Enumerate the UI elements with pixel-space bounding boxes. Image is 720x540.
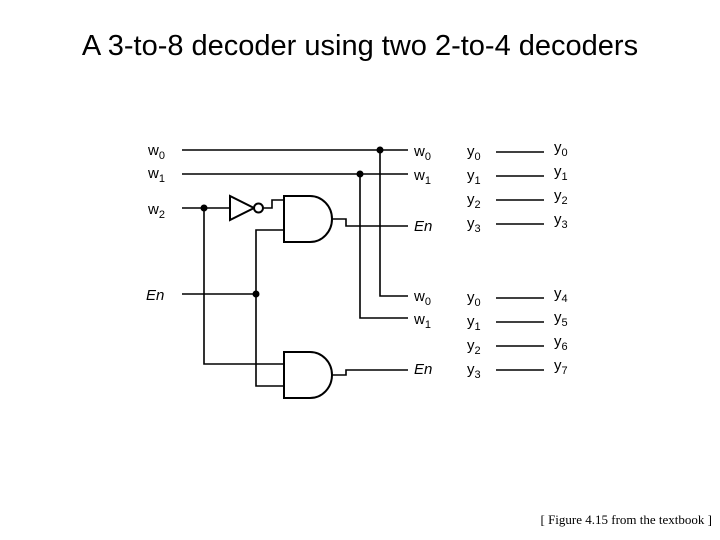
wire-w2-inverted: [264, 199, 284, 209]
wires: [182, 149, 544, 387]
junction-dot-w0: [376, 146, 384, 154]
output-label-y6: y6: [554, 333, 568, 353]
wire-en-top-and: [255, 229, 284, 294]
decoder-bottom-out-y1: y1: [467, 313, 481, 333]
decoder-top-out-y0: y0: [467, 143, 481, 163]
decoder-top-out-y3: y3: [467, 215, 481, 235]
input-label-w1: w1: [147, 165, 165, 185]
junction-dots: [200, 146, 384, 298]
decoder-top-out-y2: y2: [467, 191, 481, 211]
decoder-bottom-in-w0: w0: [413, 288, 431, 308]
not-gate: [229, 194, 264, 222]
decoder-bottom-out-y2: y2: [467, 337, 481, 357]
figure-caption: [ Figure 4.15 from the textbook ]: [540, 512, 713, 527]
decoder-top-in-w0: w0: [413, 143, 431, 163]
decoder-top-in-w1: w1: [413, 167, 431, 187]
output-label-y1: y1: [554, 163, 568, 183]
output-label-y7: y7: [554, 357, 568, 377]
wire-and-bottom-to-en: [332, 369, 408, 376]
page-title: A 3-to-8 decoder using two 2-to-4 decode…: [81, 30, 639, 62]
input-label-en: En: [146, 287, 164, 304]
and-gate-bottom: [283, 351, 333, 399]
input-label-w2: w2: [147, 201, 165, 221]
wire-en-bottom-and: [255, 294, 284, 387]
wire-w0-branch: [379, 150, 408, 297]
decoder-top: w0 w1 En y0 y1 y2 y3: [413, 143, 481, 235]
output-label-y3: y3: [554, 211, 568, 231]
junction-dot-w2: [200, 204, 208, 212]
decoder-bottom-out-y0: y0: [467, 289, 481, 309]
wire-w1-branch: [359, 174, 408, 319]
decoder-top-en: En: [414, 218, 432, 235]
junction-dot-en: [252, 290, 260, 298]
decoder-bottom-out-y3: y3: [467, 361, 481, 381]
decoder-bottom-en: En: [414, 361, 432, 378]
output-label-y0: y0: [554, 139, 568, 159]
decoder-top-out-y1: y1: [467, 167, 481, 187]
and-gate-top: [283, 195, 333, 243]
wire-w2-branch: [203, 208, 284, 365]
output-labels: y0 y1 y2 y3 y4 y5 y6 y7: [554, 139, 568, 377]
decoder-bottom: w0 w1 En y0 y1 y2 y3: [413, 288, 481, 381]
wire-and-top-to-en: [332, 218, 408, 227]
junction-dot-w1: [356, 170, 364, 178]
input-label-w0: w0: [147, 142, 165, 162]
output-label-y4: y4: [554, 285, 568, 305]
output-label-y2: y2: [554, 187, 568, 207]
output-label-y5: y5: [554, 309, 568, 329]
decoder-bottom-in-w1: w1: [413, 311, 431, 331]
